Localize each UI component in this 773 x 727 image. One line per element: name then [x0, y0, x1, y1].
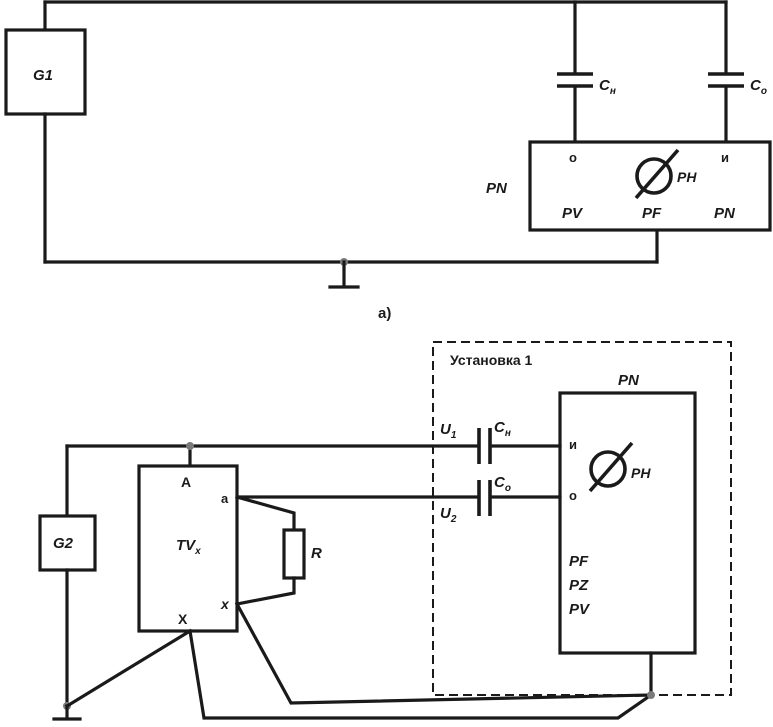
resistor-r — [282, 528, 306, 580]
x-bottom-return-wire — [188, 629, 654, 720]
terminal-o-b-label: о — [569, 488, 577, 503]
caption-a: а) — [378, 305, 391, 322]
resistor-top-lead — [235, 495, 296, 532]
phase-meter-b-slash — [588, 441, 634, 493]
phase-meter-icon — [635, 157, 673, 195]
pn-junction-dot — [647, 691, 655, 699]
pv-b-label: PV — [569, 601, 591, 618]
diagram-a: G1 Cн Cо PN о и PH PV PF PN а) — [4, 0, 772, 322]
transformer-tv — [137, 464, 239, 633]
x-lower-return-wire — [234, 601, 653, 705]
terminal-i-label: и — [721, 150, 729, 165]
phase-meter-label: PH — [677, 169, 697, 185]
transformer-tv-label: TVx — [176, 537, 201, 557]
generator-g1-label: G1 — [33, 67, 53, 84]
pv-label: PV — [562, 205, 584, 222]
instrument-pn-tall-label: PN — [618, 372, 640, 389]
phase-meter-slash — [634, 148, 680, 200]
u2-label: U2 — [440, 505, 457, 525]
resistor-bottom-lead — [235, 576, 296, 606]
pz-b-label: PZ — [569, 577, 589, 594]
resistor-r-label: R — [311, 545, 322, 562]
u1-label: U1 — [440, 421, 457, 441]
terminal-A-label: A — [181, 474, 191, 490]
phase-meter-b-label: PH — [631, 465, 651, 481]
pn-label: PN — [714, 205, 736, 222]
a-junction-dot — [186, 442, 194, 450]
terminal-o-label: о — [569, 150, 577, 165]
cap-cn-label: Cн — [599, 77, 616, 97]
generator-g1 — [4, 28, 87, 116]
generator-g2-label: G2 — [53, 535, 74, 552]
cap-co-label: Cо — [750, 77, 767, 97]
cap-co-b-label: Cо — [494, 474, 511, 494]
terminal-i-b-label: и — [569, 437, 577, 452]
generator-g2 — [38, 514, 97, 572]
terminal-a-label: а — [221, 491, 229, 506]
terminal-X-label: X — [178, 611, 188, 627]
pf-label: PF — [642, 205, 662, 222]
terminal-x-label: x — [220, 596, 230, 612]
instrument-pn-box — [528, 140, 772, 232]
instrument-pn-tall-box — [558, 391, 697, 655]
phase-meter-b-icon — [589, 450, 627, 488]
installation-label: Установка 1 — [450, 352, 533, 368]
instrument-pn-label: PN — [486, 180, 508, 197]
pf-b-label: PF — [569, 553, 589, 570]
x-ground-wire — [64, 628, 193, 709]
diagram-b: Установка 1 PN и о PH PF PZ PV U1 Cн U2 … — [38, 341, 732, 721]
cap-cn-b-label: Cн — [494, 419, 511, 439]
